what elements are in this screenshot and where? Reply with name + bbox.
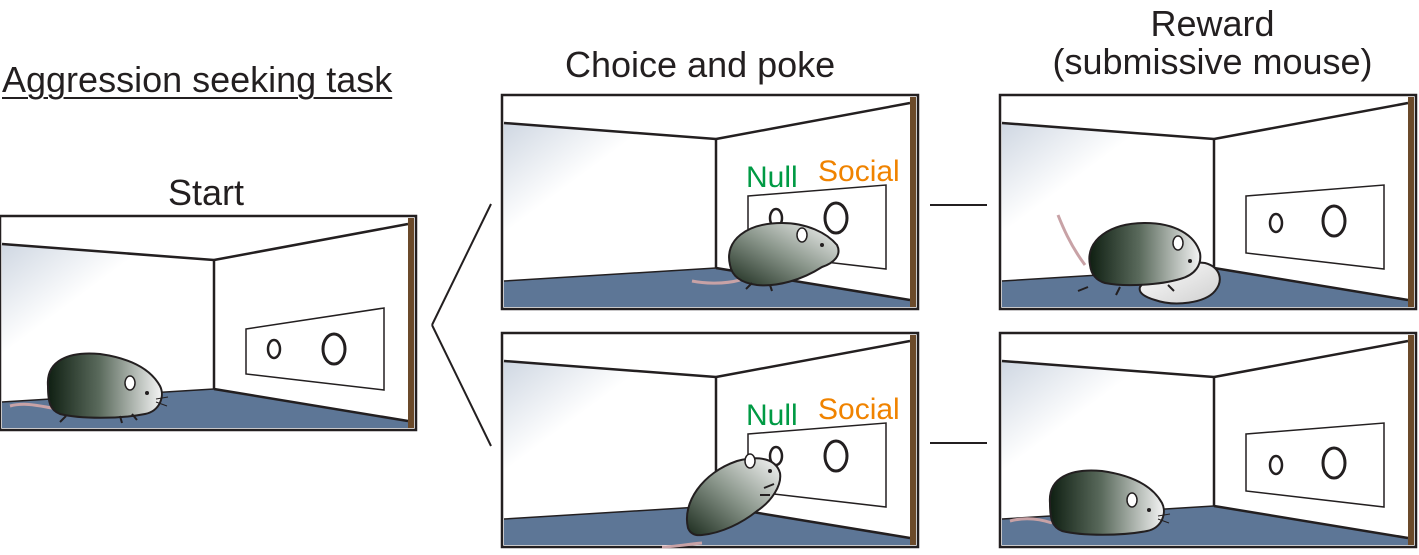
arena-floor	[504, 268, 910, 307]
null-port-icon	[1268, 454, 1284, 476]
nose-poke-panel	[1245, 422, 1385, 508]
social-port-label: Social	[818, 393, 900, 426]
social-port-icon	[823, 201, 849, 235]
null-port-label: Null	[746, 399, 798, 432]
stage-title-reward: Reward (submissive mouse)	[1040, 5, 1385, 81]
nose-poke-panel	[1245, 184, 1385, 270]
social-port-label: Social	[818, 155, 900, 188]
reward-title-line1: Reward	[1150, 3, 1275, 44]
task-title: Aggression seeking task	[2, 59, 393, 100]
back-left-wall	[2, 244, 214, 402]
social-port-icon	[823, 439, 849, 473]
branch-line-bottom	[431, 324, 492, 447]
choice-null-panel: Null Social	[500, 331, 920, 549]
stage-title-choice: Choice and poke	[565, 44, 836, 85]
choice-social-panel: Null Social	[500, 93, 920, 311]
social-port-icon	[321, 332, 347, 366]
mouse-attacking-icon	[1056, 214, 1202, 296]
null-port-icon	[1268, 212, 1284, 234]
null-port-label: Null	[746, 161, 798, 194]
mouse-walking-icon	[9, 352, 169, 424]
branch-line-top	[431, 203, 492, 326]
reward-title-line2: (submissive mouse)	[1052, 41, 1373, 82]
reward-social-panel	[998, 93, 1418, 311]
mouse-poking-social-icon	[691, 221, 840, 292]
mouse-alone-icon	[1009, 469, 1171, 536]
null-port-icon	[266, 338, 282, 360]
mouse-poking-null-icon	[661, 453, 782, 549]
social-port-icon	[1321, 446, 1347, 480]
reward-null-panel	[998, 331, 1418, 549]
start-panel	[0, 214, 418, 432]
nose-poke-panel	[245, 307, 385, 391]
stage-title-start: Start	[168, 172, 245, 213]
social-port-icon	[1321, 204, 1347, 238]
wood-edge	[408, 218, 414, 428]
